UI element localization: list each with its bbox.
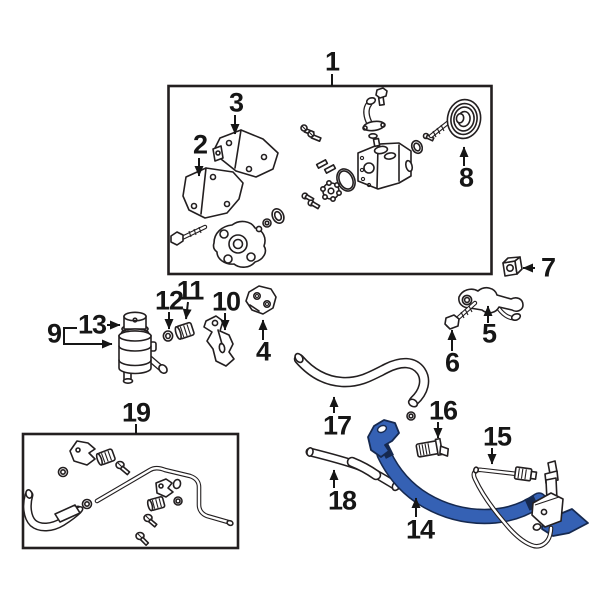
part-17-hose-drawing[interactable] <box>293 352 430 408</box>
pump-front-housing-drawing <box>212 220 267 268</box>
callout-14[interactable]: 14 <box>405 514 435 545</box>
callout-3[interactable]: 3 <box>228 87 244 118</box>
pump-suction-tube-drawing <box>362 87 388 140</box>
part-9-reservoir-drawing[interactable] <box>118 311 169 384</box>
part-3-bracket-drawing[interactable] <box>212 129 279 178</box>
part-6-bolt-drawing[interactable] <box>444 300 478 330</box>
part-4-bracket-drawing[interactable] <box>245 285 277 315</box>
pump-rotor-parts-drawing <box>255 159 356 233</box>
pump-valve-body-drawing <box>357 132 435 190</box>
part-14-pressure-hose-drawing[interactable] <box>367 419 589 537</box>
callout-13[interactable]: 13 <box>77 309 107 340</box>
part-12-washer-drawing[interactable] <box>162 330 174 342</box>
callout-18[interactable]: 18 <box>327 485 357 516</box>
callout-6[interactable]: 6 <box>444 347 460 378</box>
callout-19[interactable]: 19 <box>121 397 151 428</box>
callout-1[interactable]: 1 <box>324 46 340 77</box>
callout-16[interactable]: 16 <box>428 395 458 426</box>
callout-10[interactable]: 10 <box>211 286 241 317</box>
part-7-nut-drawing[interactable] <box>502 256 523 277</box>
callout-12[interactable]: 12 <box>154 285 184 316</box>
callout-arrows <box>63 115 535 517</box>
callout-15[interactable]: 15 <box>482 421 512 452</box>
part-5-bracket-drawing[interactable] <box>458 286 524 322</box>
part-18-hose-drawing[interactable] <box>305 447 401 492</box>
callout-5[interactable]: 5 <box>481 318 497 349</box>
part-16-fitting-drawing[interactable] <box>406 411 450 461</box>
callout-4[interactable]: 4 <box>255 336 271 367</box>
callout-17[interactable]: 17 <box>322 410 352 441</box>
assembly-box-19-frame <box>21 424 240 550</box>
callout-9[interactable]: 9 <box>46 318 62 349</box>
part-11-bushing-drawing[interactable] <box>174 321 195 341</box>
part-10-bracket-drawing[interactable] <box>203 315 235 367</box>
assembly-box-1-frame <box>167 74 493 276</box>
callout-7[interactable]: 7 <box>540 252 556 283</box>
part-8-pulley-drawing[interactable] <box>444 97 483 141</box>
mount-bolt-drawing <box>170 224 208 246</box>
callout-2[interactable]: 2 <box>192 129 208 160</box>
kit-19-parts-drawing[interactable] <box>22 440 234 547</box>
callout-11[interactable]: 11 <box>176 275 205 306</box>
part-14-end-fitting-drawing[interactable] <box>531 460 564 531</box>
part-15-pipe-drawing[interactable] <box>471 466 554 549</box>
callout-8[interactable]: 8 <box>458 162 474 193</box>
part-2-bracket-drawing[interactable] <box>182 167 244 219</box>
pump-screws-drawing <box>300 124 322 143</box>
